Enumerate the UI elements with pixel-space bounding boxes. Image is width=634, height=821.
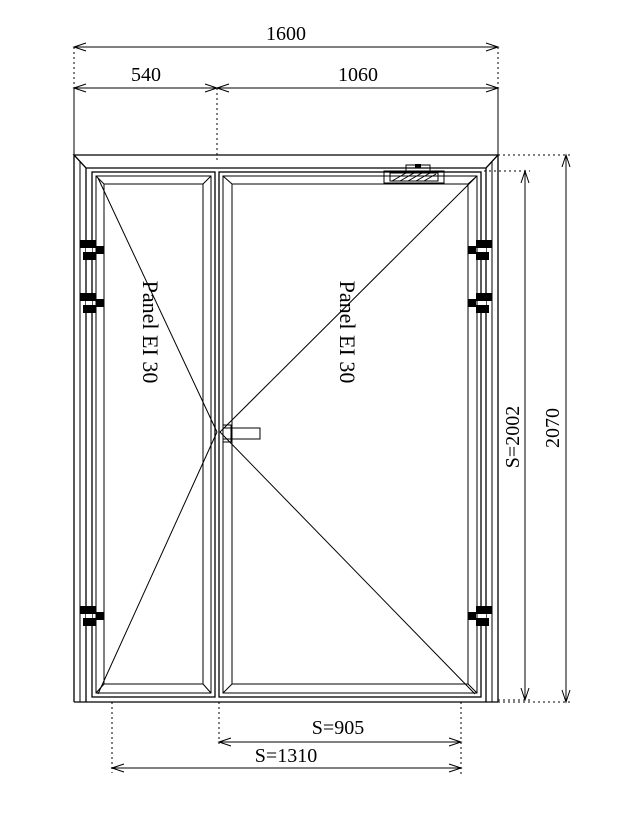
door-closer-icon bbox=[383, 164, 445, 184]
right-hinges bbox=[468, 240, 492, 626]
left-hinges bbox=[80, 240, 104, 626]
outer-frame bbox=[72, 154, 500, 703]
hinge-icon bbox=[468, 240, 492, 260]
door-handle bbox=[222, 424, 261, 443]
right-leaf: Panel EI 30 bbox=[218, 171, 482, 698]
left-leaf: Panel EI 30 bbox=[91, 171, 218, 698]
overall-width-label: 1600 bbox=[266, 23, 306, 45]
hinge-icon bbox=[468, 606, 492, 626]
hinge-icon bbox=[80, 606, 104, 626]
dimension-overall-height: 2070 bbox=[498, 153, 571, 704]
dimension-clear-total: S=1310 bbox=[110, 702, 463, 773]
dimension-clear-height: S=2002 bbox=[484, 169, 530, 702]
clear-right-leaf-label: S=905 bbox=[312, 717, 364, 739]
dimension-clear-right-leaf: S=905 bbox=[217, 702, 463, 775]
overall-height-label: 2070 bbox=[542, 408, 564, 448]
hinge-icon bbox=[80, 293, 104, 313]
right-leaf-width-label: 1060 bbox=[338, 64, 378, 86]
hinge-icon bbox=[468, 293, 492, 313]
hinge-icon bbox=[80, 240, 104, 260]
dimension-overall-width: 1600 bbox=[72, 23, 500, 88]
clear-total-label: S=1310 bbox=[255, 745, 317, 767]
right-panel-label: Panel EI 30 bbox=[335, 281, 360, 384]
left-panel-label: Panel EI 30 bbox=[138, 281, 163, 384]
left-leaf-width-label: 540 bbox=[131, 64, 161, 86]
dimension-leaf-widths: 540 1060 bbox=[72, 64, 500, 160]
clear-height-label: S=2002 bbox=[502, 406, 524, 468]
